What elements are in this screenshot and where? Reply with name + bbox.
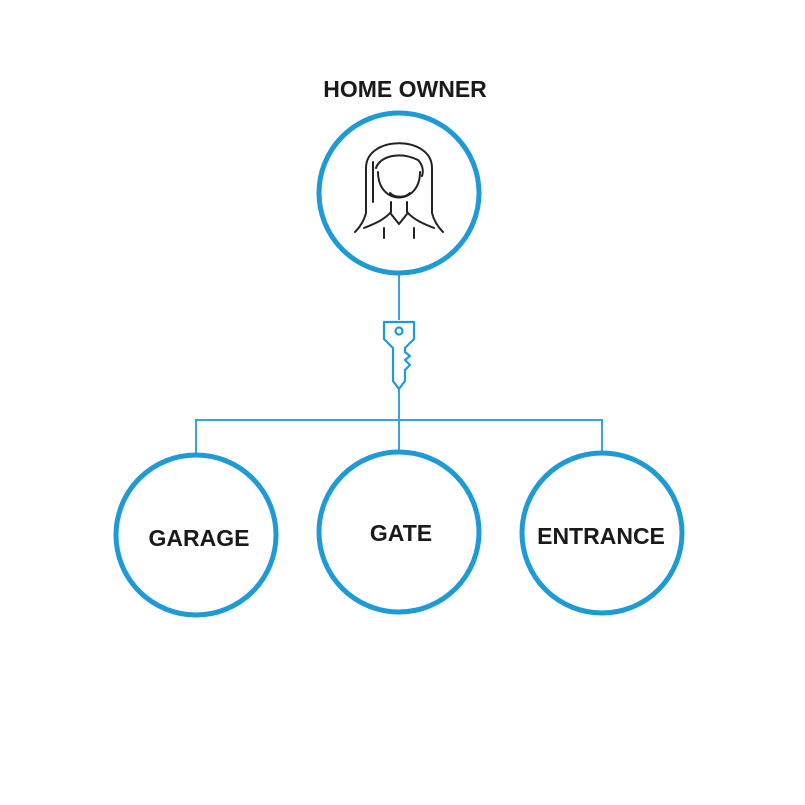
woman-avatar-icon [354, 142, 444, 239]
owner-title: HOME OWNER [323, 76, 487, 102]
entrance-label: ENTRANCE [537, 523, 665, 549]
owner-node-ring [316, 110, 482, 276]
garage-node-ring [113, 452, 279, 618]
owner-node [316, 110, 482, 276]
target-node-garage: GARAGE [113, 452, 279, 618]
target-node-entrance: ENTRANCE [519, 450, 685, 616]
connectors [195, 273, 603, 454]
entrance-node-ring [519, 450, 685, 616]
target-node-gate: GATE [316, 449, 482, 615]
key-icon [382, 320, 416, 391]
gate-label: GATE [370, 520, 432, 546]
garage-label: GARAGE [149, 525, 250, 551]
gate-node-ring [316, 449, 482, 615]
